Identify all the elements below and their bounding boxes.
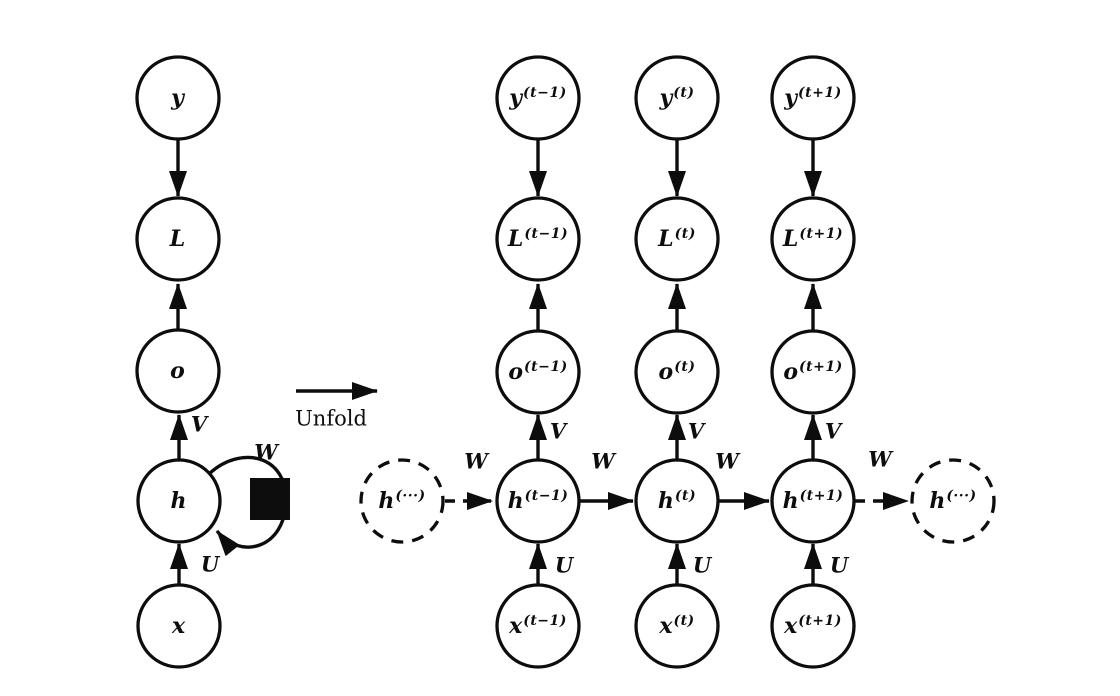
node-label-h: h	[170, 488, 187, 514]
circle-L-t1	[770, 196, 856, 282]
node-label-L-t-1: L(t−1)	[507, 226, 569, 252]
weight-label-U-t1: U	[829, 552, 849, 578]
node-label-y-t-1: y(t−1)	[509, 85, 567, 111]
delay-square	[250, 478, 290, 520]
node-label-h-t-1: h(t−1)	[507, 488, 569, 514]
weight-label-U-t-1: U	[554, 552, 574, 578]
node-label-h-ghost-left: h(···)	[378, 488, 426, 514]
node-label-o-t: o(t)	[658, 359, 696, 385]
node-label-x-t: x(t)	[659, 613, 695, 639]
weight-label-V-t1: V	[824, 418, 842, 444]
weight-label-U-folded: U	[200, 551, 220, 577]
node-label-o-t-1: o(t−1)	[508, 359, 568, 385]
node-label-x-t1: x(t+1)	[784, 613, 842, 639]
weight-label-W-3: W	[715, 448, 739, 474]
node-label-L: L	[169, 226, 186, 252]
node-label-o-t1: o(t+1)	[783, 359, 843, 385]
weight-label-V-folded: V	[190, 411, 208, 437]
weight-label-U-t: U	[692, 552, 712, 578]
weight-label-W-4: W	[868, 446, 892, 472]
circle-L	[135, 196, 221, 282]
weight-label-V-t: V	[687, 418, 705, 444]
node-label-h-t1: h(t+1)	[782, 488, 844, 514]
node-label-y-t1: y(t+1)	[784, 85, 842, 111]
circle-L-t	[634, 196, 720, 282]
node-label-L-t: L(t)	[658, 226, 696, 252]
weight-label-V-t-1: V	[549, 418, 567, 444]
circle-h-ghost-left	[359, 458, 445, 544]
node-label-h-ghost-right: h(···)	[929, 488, 977, 514]
node-label-x-t-1: x(t−1)	[509, 613, 567, 639]
node-label-o: o	[170, 358, 185, 384]
weight-label-W-folded: W	[254, 439, 278, 465]
node-label-y-t: y(t)	[659, 85, 695, 111]
unfold-text: Unfold	[295, 406, 367, 431]
node-label-y: y	[171, 85, 184, 111]
weight-label-W-2: W	[591, 448, 615, 474]
node-label-x: x	[171, 613, 186, 639]
node-label-h-t: h(t)	[657, 488, 697, 514]
circle-L-t-1	[495, 196, 581, 282]
node-label-L-t1: L(t+1)	[782, 226, 844, 252]
circle-h-ghost-right	[910, 458, 996, 544]
weight-label-W-1: W	[464, 448, 488, 474]
